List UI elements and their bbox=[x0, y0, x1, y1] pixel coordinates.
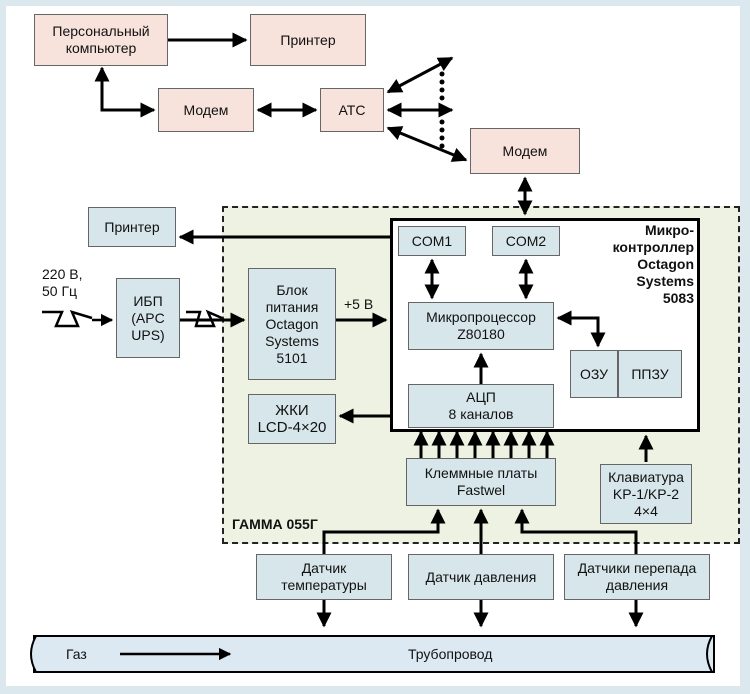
psu-label: Блок питания Octagon Systems 5101 bbox=[265, 281, 319, 366]
pipeline bbox=[30, 635, 715, 673]
mains-label: 220 В, 50 Гц bbox=[42, 266, 83, 299]
keyboard-block: Клавиатура KP-1/KP-2 4×4 bbox=[600, 464, 692, 524]
lcd-block: ЖКИ LCD-4×20 bbox=[248, 394, 336, 444]
modem-right-block: Модем bbox=[470, 128, 580, 174]
sensor-diff-pressure-block: Датчики перепада давления bbox=[564, 554, 710, 600]
plus5v-label: +5 В bbox=[344, 296, 374, 312]
lcd-label: ЖКИ LCD-4×20 bbox=[257, 402, 327, 436]
sensor-diff-pressure-label: Датчики перепада давления bbox=[577, 560, 697, 593]
ats-line1-arrow bbox=[386, 56, 454, 94]
printer-top-label: Принтер bbox=[280, 31, 336, 48]
ats-modem-arrow bbox=[386, 126, 468, 162]
com2-block: COM2 bbox=[492, 226, 560, 256]
pc-modem-arrow bbox=[94, 66, 156, 118]
com2-label: COM2 bbox=[505, 232, 547, 249]
terminals-block: Клеммные платы Fastwel bbox=[406, 458, 556, 506]
keyboard-label: Клавиатура KP-1/KP-2 4×4 bbox=[608, 468, 684, 519]
rom-block: ППЗУ bbox=[618, 350, 682, 398]
modem-left-label: Модем bbox=[183, 101, 229, 118]
temp-terminals-arrow bbox=[322, 508, 446, 554]
ram-block: ОЗУ bbox=[570, 350, 618, 398]
sensor-pressure-label: Датчик давления bbox=[425, 568, 537, 585]
adc-label: АЦП 8 каналов bbox=[448, 389, 514, 422]
sensor-temperature-label: Датчик температуры bbox=[281, 560, 367, 593]
system-label: ГАММА 055Г bbox=[232, 516, 318, 532]
adc-block: АЦП 8 каналов bbox=[408, 384, 554, 428]
printer-left-block: Принтер bbox=[88, 207, 176, 247]
ats-more-lines-dots bbox=[439, 71, 445, 149]
ups-block: ИБП (APC UPS) bbox=[116, 278, 180, 358]
gas-label: Газ bbox=[66, 646, 87, 662]
cpu-label: Микропроцессор Z80180 bbox=[426, 309, 536, 342]
terminals-label: Клеммные платы Fastwel bbox=[424, 465, 538, 498]
ups-label: ИБП (APC UPS) bbox=[131, 292, 165, 343]
pc-label: Персональный компьютер bbox=[52, 23, 150, 56]
ups-zigzag bbox=[186, 309, 223, 328]
modem-left-block: Модем bbox=[158, 88, 254, 132]
ram-label: ОЗУ bbox=[579, 365, 609, 382]
printer-left-label: Принтер bbox=[104, 218, 160, 235]
diff-terminals-arrow bbox=[514, 508, 638, 554]
ats-label: АТС bbox=[338, 101, 366, 118]
ats-block: АТС bbox=[320, 88, 384, 132]
cpu-memory-arrow bbox=[556, 310, 606, 348]
psu-block: Блок питания Octagon Systems 5101 bbox=[248, 268, 336, 380]
cpu-block: Микропроцессор Z80180 bbox=[408, 302, 554, 350]
controller-label: Микро- контроллер Octagon Systems 5083 bbox=[612, 222, 694, 306]
printer-top-block: Принтер bbox=[250, 14, 366, 66]
com1-label: COM1 bbox=[411, 232, 453, 249]
com1-block: COM1 bbox=[398, 226, 466, 256]
pc-block: Персональный компьютер bbox=[34, 14, 168, 66]
sensor-temperature-block: Датчик температуры bbox=[256, 554, 392, 600]
mains-zigzag bbox=[42, 310, 93, 328]
modem-right-label: Модем bbox=[502, 142, 548, 159]
pipeline-label: Трубопровод bbox=[408, 646, 493, 662]
sensor-pressure-block: Датчик давления bbox=[408, 554, 554, 600]
rom-label: ППЗУ bbox=[631, 365, 669, 382]
